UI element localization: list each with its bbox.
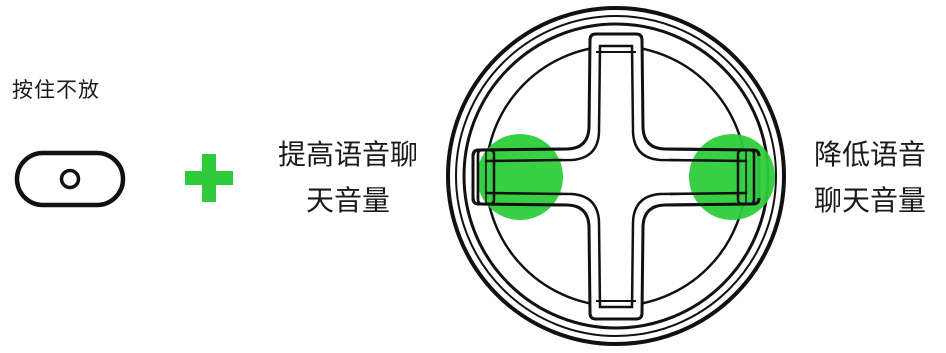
- decrease-volume-highlight: [689, 134, 775, 220]
- decrease-volume-label: 降低语音 聊天音量: [814, 132, 946, 224]
- plus-icon: [185, 154, 233, 202]
- side-button-icon: [14, 150, 126, 208]
- increase-volume-line1: 提高语音聊: [277, 138, 418, 171]
- increase-volume-highlight: [477, 134, 563, 220]
- increase-volume-line2: 天音量: [305, 184, 390, 217]
- dpad-icon: [446, 6, 786, 346]
- hold-instruction-label: 按住不放: [12, 78, 100, 102]
- decrease-volume-line1: 降低语音: [814, 138, 927, 171]
- decrease-volume-line2: 聊天音量: [814, 184, 927, 217]
- increase-volume-label: 提高语音聊 天音量: [268, 132, 428, 224]
